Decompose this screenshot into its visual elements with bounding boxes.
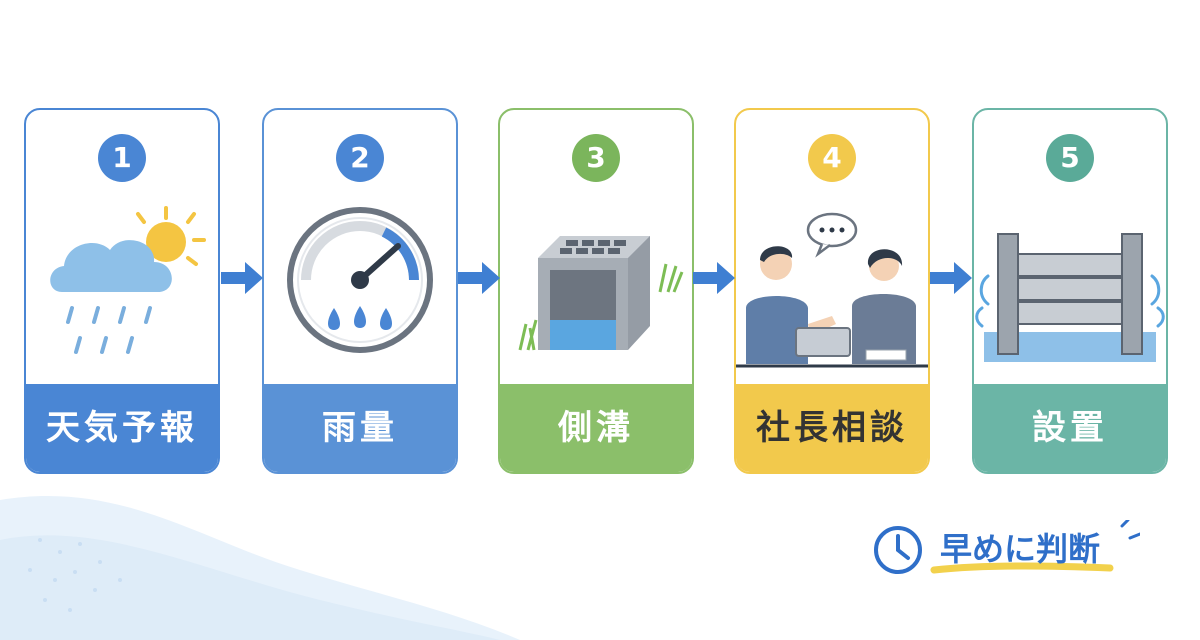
step-card-1: 1 天気予報: [24, 108, 220, 474]
clock-icon: [874, 526, 922, 574]
step-number-5: 5: [1046, 134, 1094, 182]
step-label-1: 天気予報: [26, 384, 218, 472]
step-card-5: 5 設置: [972, 108, 1168, 474]
callout-text: 早めに判断: [940, 530, 1101, 568]
consultation-icon: [736, 212, 928, 368]
step-number-2: 2: [336, 134, 384, 182]
arrow-2-3: [458, 262, 500, 294]
step-number-1: 1: [98, 134, 146, 182]
step-number-3: 3: [572, 134, 620, 182]
step-card-4: 4 社長相談: [734, 108, 930, 474]
flood-barrier-icon: [975, 233, 1165, 362]
step-label-5: 設置: [974, 384, 1166, 472]
step-number-4: 4: [808, 134, 856, 182]
weather-icon: [50, 206, 206, 354]
side-ditch-icon: [518, 236, 684, 351]
step-card-2: 2 雨量: [262, 108, 458, 474]
rain-gauge-icon: [287, 207, 433, 353]
background-wave: [0, 496, 520, 640]
step-label-2: 雨量: [264, 384, 456, 472]
step-label-4: 社長相談: [736, 384, 928, 472]
arrow-3-4: [693, 262, 735, 294]
arrow-1-2: [221, 262, 263, 294]
arrow-4-5: [930, 262, 972, 294]
callout-decoration: [874, 520, 1140, 574]
step-card-3: 3 側溝: [498, 108, 694, 474]
step-label-3: 側溝: [500, 384, 692, 472]
